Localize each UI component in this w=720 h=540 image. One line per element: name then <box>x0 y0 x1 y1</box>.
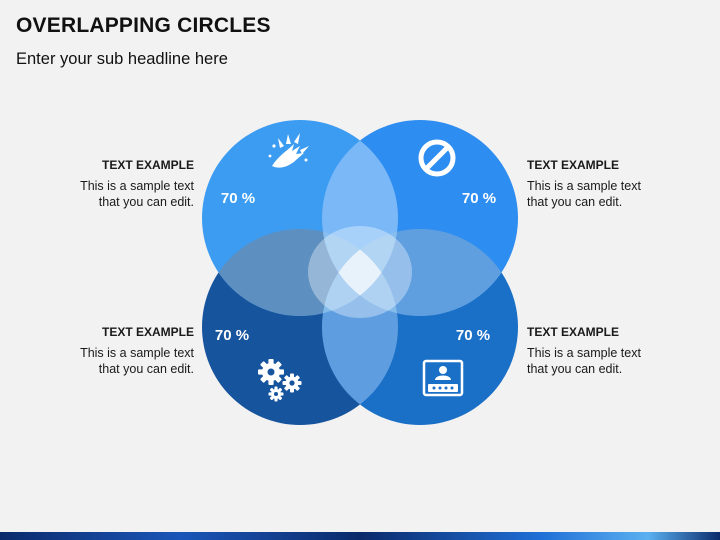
text-block-heading: TEXT EXAMPLE <box>101 158 194 172</box>
text-block-line: that you can edit. <box>98 362 194 376</box>
text-block-bottom-left: TEXT EXAMPLE This is a sample text that … <box>14 324 194 378</box>
text-block-line: This is a sample text <box>80 345 194 360</box>
page-title: OVERLAPPING CIRCLES <box>16 14 271 37</box>
explosion-icon <box>268 133 309 168</box>
text-block-bottom-right: TEXT EXAMPLE This is a sample text that … <box>527 324 707 378</box>
text-block-line: that you can edit. <box>98 195 194 209</box>
prohibited-icon <box>418 139 456 177</box>
percent-top-left: 70 % <box>221 190 255 207</box>
text-block-line: that you can edit. <box>527 195 623 209</box>
overlap-center <box>322 229 398 316</box>
gears-icon <box>258 359 302 402</box>
text-block-line: This is a sample text <box>527 178 641 193</box>
text-block-line: This is a sample text <box>80 178 194 193</box>
text-block-line: This is a sample text <box>527 345 641 360</box>
text-block-top-right: TEXT EXAMPLE This is a sample text that … <box>527 157 707 211</box>
percent-top-right: 70 % <box>462 190 496 207</box>
bottom-accent-bar <box>0 532 720 540</box>
page-subtitle: Enter your sub headline here <box>16 50 228 68</box>
text-block-line: that you can edit. <box>527 362 623 376</box>
percent-bottom-left: 70 % <box>215 327 249 344</box>
user-password-icon <box>422 359 464 397</box>
text-block-top-left: TEXT EXAMPLE This is a sample text that … <box>14 157 194 211</box>
text-block-heading: TEXT EXAMPLE <box>527 325 620 339</box>
text-block-heading: TEXT EXAMPLE <box>527 158 620 172</box>
percent-bottom-right: 70 % <box>456 327 490 344</box>
text-block-heading: TEXT EXAMPLE <box>101 325 194 339</box>
